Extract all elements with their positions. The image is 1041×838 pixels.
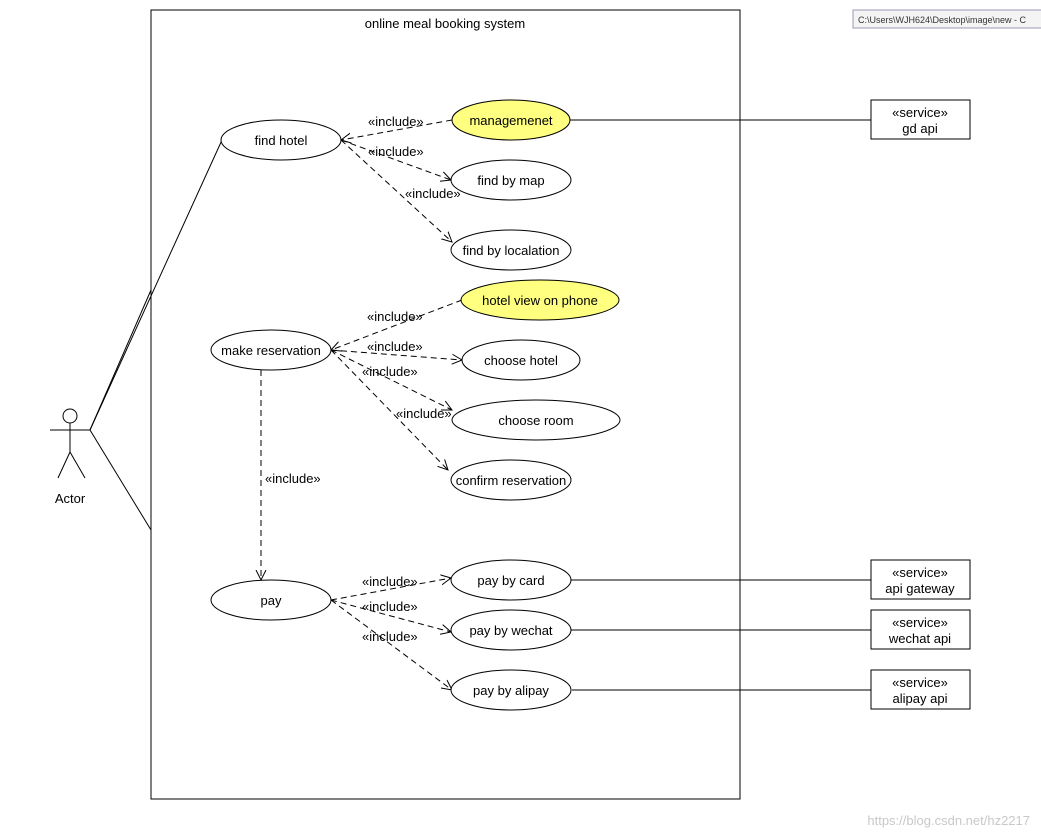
label-pay-by-card: pay by card: [477, 573, 544, 588]
include-hotel-view-on-phone: [331, 299, 463, 350]
use-case-pay-by-card: [450, 559, 572, 601]
include-choose-room: [330, 349, 452, 410]
include-label: «include»: [368, 144, 424, 159]
use-case-find-by-map: [450, 159, 572, 201]
include-label: «include»: [396, 406, 452, 421]
use-case-pay-by-alipay: [450, 669, 572, 711]
include-pay-by-alipay: [330, 599, 452, 690]
service-stereotype: «service»: [892, 675, 948, 690]
include-pay-by-card: [330, 578, 451, 601]
include-label: «include»: [367, 309, 423, 324]
include-label: «include»: [367, 339, 423, 354]
label-choose-room: choose room: [498, 413, 573, 428]
label-pay: pay: [261, 593, 282, 608]
actor-figure: [50, 408, 90, 479]
label-pay-by-alipay: pay by alipay: [473, 683, 549, 698]
association-make-reservation: [89, 289, 152, 431]
association-find-hotel: [89, 139, 223, 431]
service-alipay-api: «service» alipay api: [870, 669, 971, 710]
service-stereotype: «service»: [892, 565, 948, 580]
service-stereotype: «service»: [892, 615, 948, 630]
label-find-by-localation: find by localation: [463, 243, 560, 258]
use-case-find-hotel: [220, 119, 342, 161]
label-choose-hotel: choose hotel: [484, 353, 558, 368]
use-case-labels: find hotel managemenet find by map find …: [221, 113, 598, 698]
system-boundary: [150, 9, 741, 800]
include-label: «include»: [362, 364, 418, 379]
include-label: «include»: [362, 599, 418, 614]
service-stereotype: «service»: [892, 105, 948, 120]
include-label: «include»: [362, 574, 418, 589]
include-label: «include»: [405, 186, 461, 201]
use-cases: [210, 99, 621, 711]
use-case-hotel-view-on-phone: [460, 279, 620, 321]
system-title: online meal booking system: [365, 16, 525, 31]
service-gd-api: «service» gd api: [870, 99, 971, 140]
file-path-label: C:\Users\WJH624\Desktop\image\new - C: [852, 9, 1041, 29]
actor-label: Actor: [55, 491, 86, 506]
include-managemenet: [341, 119, 453, 140]
use-case-managemenet: [451, 99, 571, 141]
label-make-reservation: make reservation: [221, 343, 321, 358]
label-find-hotel: find hotel: [255, 133, 308, 148]
service-name: wechat api: [888, 631, 951, 646]
include-labels: «include» «include» «include» «include» …: [265, 114, 461, 644]
watermark: https://blog.csdn.net/hz2217: [867, 813, 1030, 828]
use-case-make-reservation: [210, 329, 332, 371]
service-name: gd api: [902, 121, 938, 136]
label-find-by-map: find by map: [477, 173, 544, 188]
association-pay: [89, 429, 152, 531]
include-confirm-reservation: [330, 349, 448, 470]
use-case-find-by-localation: [450, 229, 572, 271]
use-case-pay-by-wechat: [450, 609, 572, 651]
file-path-text: C:\Users\WJH624\Desktop\image\new - C: [858, 15, 1027, 25]
service-wechat-api: «service» wechat api: [870, 609, 971, 650]
use-case-choose-hotel: [461, 339, 581, 381]
service-associations: [570, 119, 871, 691]
use-case-choose-room: [451, 399, 621, 441]
include-dependencies: [261, 119, 463, 690]
include-pay-by-wechat: [330, 599, 451, 632]
label-pay-by-wechat: pay by wechat: [469, 623, 552, 638]
include-label: «include»: [368, 114, 424, 129]
include-find-by-localation: [340, 139, 452, 242]
actor-associations: [89, 139, 223, 531]
use-case-confirm-reservation: [450, 459, 572, 501]
label-managemenet: managemenet: [469, 113, 552, 128]
include-label: «include»: [362, 629, 418, 644]
service-api-gateway: «service» api gateway: [870, 559, 971, 600]
label-hotel-view-on-phone: hotel view on phone: [482, 293, 598, 308]
include-choose-hotel: [330, 349, 462, 360]
use-case-pay: [210, 579, 332, 621]
service-name: api gateway: [885, 581, 955, 596]
label-confirm-reservation: confirm reservation: [456, 473, 567, 488]
include-label: «include»: [265, 471, 321, 486]
service-name: alipay api: [893, 691, 948, 706]
